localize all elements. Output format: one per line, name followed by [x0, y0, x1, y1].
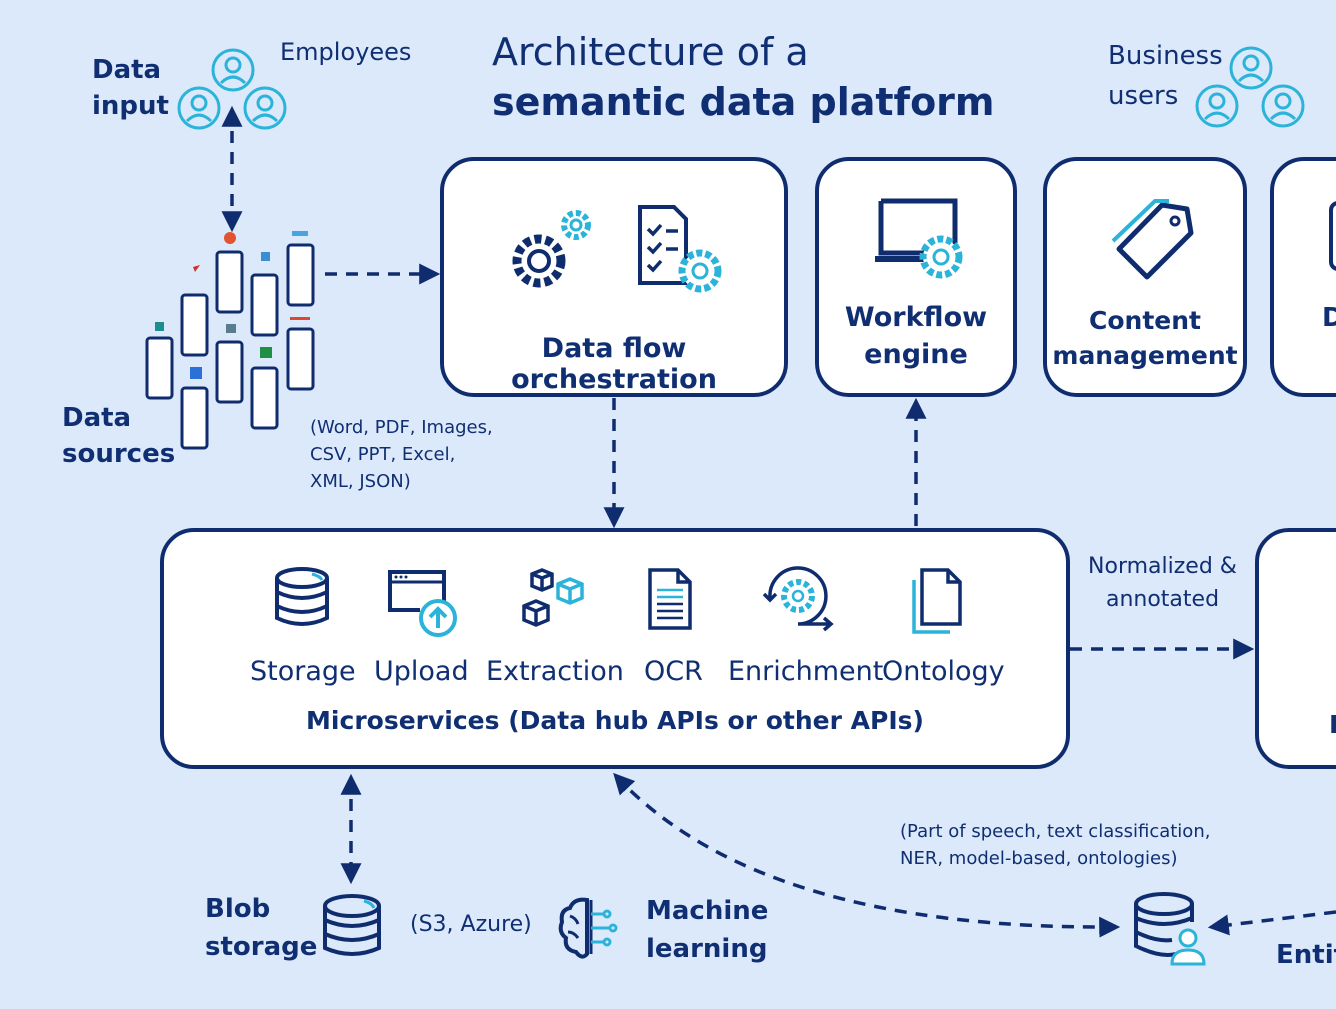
partial-box-icon [1329, 201, 1336, 271]
enrichment-cycle-gear-icon [762, 566, 834, 632]
laptop-gear-icon [875, 198, 963, 279]
orchestration-label: Data flow orchestration [511, 333, 717, 395]
partial-top-box[interactable]: Di [1270, 157, 1336, 397]
partial-right-label: K [1329, 710, 1336, 739]
employees-group-icon [177, 48, 287, 130]
upload-icon [388, 570, 457, 637]
entity-database-user-icon [1134, 892, 1206, 966]
ms-storage-label: Storage [250, 656, 356, 687]
title-line1: Architecture of a [492, 30, 809, 74]
brain-icon [558, 897, 618, 959]
employees-label: Employees [280, 38, 412, 66]
blob-database-icon [323, 894, 381, 956]
blob-note: (S3, Azure) [410, 912, 532, 937]
title-line2: semantic data platform [492, 80, 995, 124]
microservices-box[interactable]: Storage Upload Extraction OCR Enrichment… [160, 528, 1070, 769]
checklist-gear-icon [638, 205, 722, 293]
ms-upload-label: Upload [374, 656, 469, 687]
data-sources-documents-icon [145, 231, 315, 450]
ms-enrichment-label: Enrichment [728, 656, 884, 687]
ocr-document-icon [648, 568, 692, 630]
nlp-note: (Part of speech, text classification,NER… [900, 821, 1211, 869]
tag-icon [1111, 199, 1194, 280]
partial-right-box[interactable]: K [1255, 528, 1336, 769]
arrow-entity-microservices [613, 772, 1121, 938]
normalized-annotated-label: Normalized &annotated [1088, 554, 1237, 612]
storage-icon [275, 567, 329, 626]
ontology-pages-icon [912, 568, 962, 634]
gears-icon [512, 210, 591, 288]
formats-note: (Word, PDF, Images,CSV, PPT, Excel,XML, … [310, 417, 493, 492]
partial-top-label: Di [1322, 303, 1336, 333]
business-users-group-icon [1195, 46, 1305, 128]
arrow-right-entity [1207, 910, 1336, 936]
microservices-caption: Microservices (Data hub APIs or other AP… [306, 706, 924, 735]
extraction-cubes-icon [522, 568, 584, 627]
data-flow-orchestration-box[interactable]: Data flow orchestration [440, 157, 788, 397]
ms-ontology-label: Ontology [882, 656, 1005, 687]
ms-extraction-label: Extraction [486, 656, 624, 687]
entity-partial-label: Entit [1276, 940, 1336, 970]
ms-ocr-label: OCR [644, 656, 703, 687]
